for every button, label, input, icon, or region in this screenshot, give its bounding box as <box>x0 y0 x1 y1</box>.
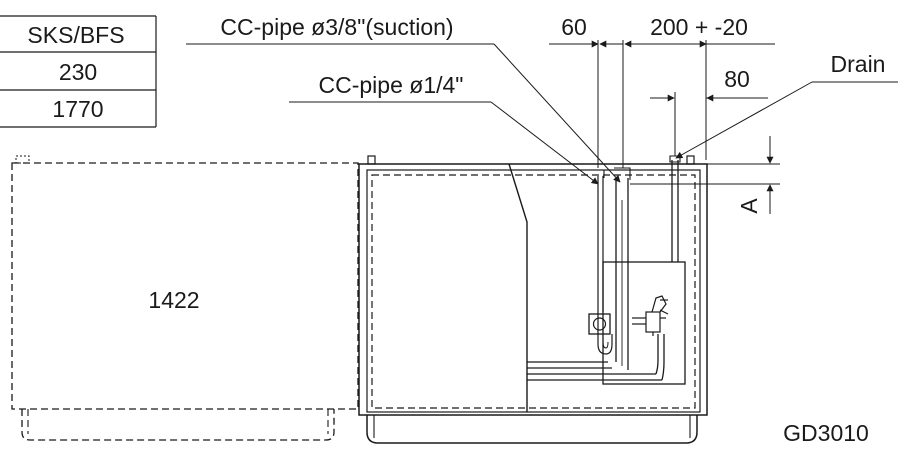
table-header: SKS/BFS <box>27 22 124 48</box>
suction-pipe-label: CC-pipe ø3/8"(suction) <box>220 14 453 40</box>
dimensions: 60 200 + -20 80 A <box>549 14 780 214</box>
table-value-230: 230 <box>59 59 97 85</box>
dimension-80: 80 <box>724 66 750 92</box>
dimension-200: 200 + -20 <box>650 14 748 40</box>
drawing-id: GD3010 <box>783 420 869 446</box>
service-valve-icon <box>632 295 669 336</box>
dimension-table: SKS/BFS 230 1770 <box>0 15 157 128</box>
table-value-1770: 1770 <box>52 96 103 122</box>
liquid-pipe-label: CC-pipe ø1/4" <box>319 72 464 98</box>
drain-label: Drain <box>831 51 886 77</box>
dimension-60: 60 <box>561 14 587 40</box>
dashed-extension-unit: 1422 <box>11 155 359 441</box>
refrigerant-piping <box>527 155 686 385</box>
dimension-a: A <box>736 198 762 214</box>
leader-labels: CC-pipe ø3/8"(suction) CC-pipe ø1/4" Dra… <box>186 14 898 185</box>
width-dimension-1422: 1422 <box>148 287 199 313</box>
main-unit <box>358 155 708 444</box>
